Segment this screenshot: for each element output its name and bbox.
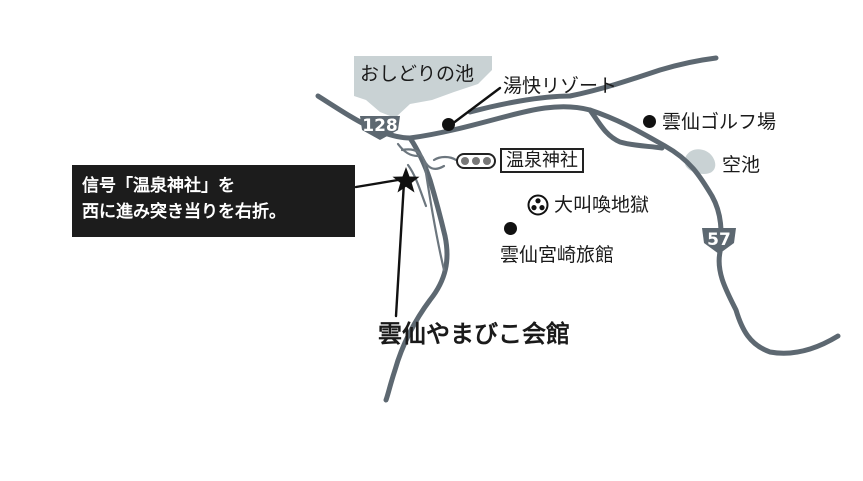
minor-road-e <box>396 142 420 158</box>
oshidori-pond-label: おしどりの池 <box>360 63 475 85</box>
minor-road-b <box>422 158 446 272</box>
onsen-shrine-label: 温泉神社 <box>500 148 584 173</box>
directions-callout: 信号「温泉神社」を 西に進み突き当りを右折。 <box>72 165 355 237</box>
destination-label: 雲仙やまびこ会館 <box>378 320 570 348</box>
route-128-shield: 128 <box>358 112 402 142</box>
miyazaki-ryokan-dot-icon <box>504 222 517 235</box>
yukai-resort-dot-icon <box>442 118 455 131</box>
onsen-shrine-signal: 温泉神社 <box>456 148 584 173</box>
oshidori-pond-water <box>354 56 492 118</box>
road-main-east <box>407 104 841 356</box>
callout-line-1: 信号「温泉神社」を <box>82 176 235 196</box>
unzen-golf-label: 雲仙ゴルフ場 <box>662 111 777 133</box>
destination-star-icon <box>392 167 420 193</box>
route-128-shield-icon <box>360 116 400 140</box>
road-north-east <box>467 55 719 115</box>
traffic-signal-icon <box>456 152 496 169</box>
route-57-shield: 57 <box>700 224 738 254</box>
jigoku-symbol-icon <box>527 194 549 216</box>
leader-callout <box>354 178 400 189</box>
route-57-shield-icon <box>702 228 736 254</box>
minor-road-d <box>432 155 458 162</box>
route-57-number: 57 <box>707 230 731 250</box>
minor-road-c <box>406 163 428 208</box>
road-west-south <box>383 135 450 403</box>
road-jigoku-branch <box>587 107 665 151</box>
callout-line-2: 西に進み突き当りを右折。 <box>82 202 286 222</box>
leader-yamabiko <box>394 180 406 318</box>
sora-pond-label: 空池 <box>722 154 761 176</box>
route-128-number: 128 <box>362 116 398 136</box>
yukai-resort-label: 湯快リゾート <box>503 75 618 97</box>
leader-yukai-resort <box>450 86 502 126</box>
miyazaki-ryokan-label: 雲仙宮崎旅館 <box>500 244 615 266</box>
unzen-golf-dot-icon <box>643 115 656 128</box>
daikyokan-jigoku-label: 大叫喚地獄 <box>554 194 650 216</box>
